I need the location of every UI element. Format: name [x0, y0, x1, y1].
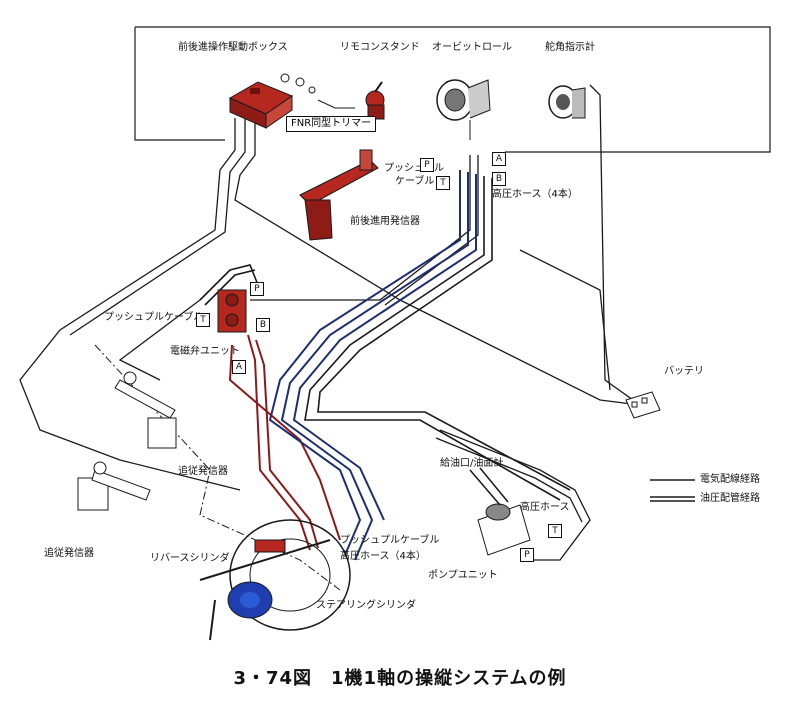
port-a-mid: A [232, 360, 246, 374]
label-oil-port: 給油口/油面計 [440, 458, 504, 469]
linkage-parts [280, 73, 355, 109]
port-p-top: P [420, 158, 434, 172]
label-push-pull-cable-top-2: ケーブル [395, 176, 435, 187]
label-orbit-roll: オービットロール [432, 42, 512, 53]
label-push-pull-cable-top-1: プッシュプル [384, 163, 444, 174]
label-pump-unit: ポンプユニット [428, 570, 498, 581]
legend-hydraulic-label: 油圧配管経路 [700, 493, 760, 504]
port-p-pump: P [520, 548, 534, 562]
follow-transmitter-device-2 [77, 461, 151, 511]
orbit-roll-device [436, 79, 491, 140]
label-fnr-trimmer: FNR同型トリマー [286, 116, 377, 132]
port-t-top: T [436, 176, 450, 190]
remote-stand-device [365, 81, 385, 120]
follow-transmitter-device-1 [114, 371, 177, 449]
port-a-top: A [492, 152, 506, 166]
battery-device [625, 391, 661, 419]
label-rudder-indicator: 舵角指示計 [545, 42, 595, 53]
label-solenoid-valve-unit: 電磁弁ユニット [170, 346, 240, 357]
label-follow-transmitter-1: 追従発信器 [178, 466, 228, 477]
label-fwd-rev-transmitter: 前後進用発信器 [350, 216, 420, 227]
port-b-top: B [492, 172, 506, 186]
port-p-mid: P [250, 282, 264, 296]
label-battery: バッテリ [664, 366, 704, 377]
label-hp-hose-bottom: 高圧ホース（4本） [340, 551, 426, 562]
label-remote-stand: リモコンスタンド [340, 42, 420, 53]
label-hp-hose-top: 高圧ホース（4本） [492, 189, 578, 200]
rudder-indicator-device [548, 85, 586, 119]
label-push-pull-cable-bottom: プッシュプルケーブル [340, 535, 440, 546]
label-hp-hose-pump: 高圧ホース [520, 502, 570, 513]
steering-cylinder-device [199, 519, 351, 641]
hydraulic-pipes-red [228, 334, 341, 551]
legend-electric-label: 電気配線経路 [700, 474, 760, 485]
solenoid-valve-device [217, 289, 247, 333]
fwd-rev-transmitter-device [299, 149, 379, 241]
port-t-pump: T [548, 524, 562, 538]
hydraulic-pipes-black [199, 176, 571, 501]
port-t-mid: T [196, 313, 210, 327]
port-b-mid: B [256, 318, 270, 332]
upper-enclosure-frame [135, 26, 771, 153]
label-reverse-cylinder: リバースシリンダ [150, 553, 230, 564]
pump-unit-device [469, 467, 531, 556]
hydraulic-pipes-blue [268, 170, 477, 561]
label-control-box: 前後進操作駆動ボックス [178, 42, 288, 53]
label-follow-transmitter-2: 追従発信器 [44, 548, 94, 559]
figure-caption: 3・74図 1機1軸の操縦システムの例 [233, 668, 567, 689]
label-push-pull-cable-mid: プッシュプルケーブル [104, 312, 204, 323]
control-box-unit [228, 81, 294, 129]
upper-enclosure-frame-left [134, 27, 225, 141]
label-steering-cylinder: ステアリングシリンダ [316, 600, 416, 611]
